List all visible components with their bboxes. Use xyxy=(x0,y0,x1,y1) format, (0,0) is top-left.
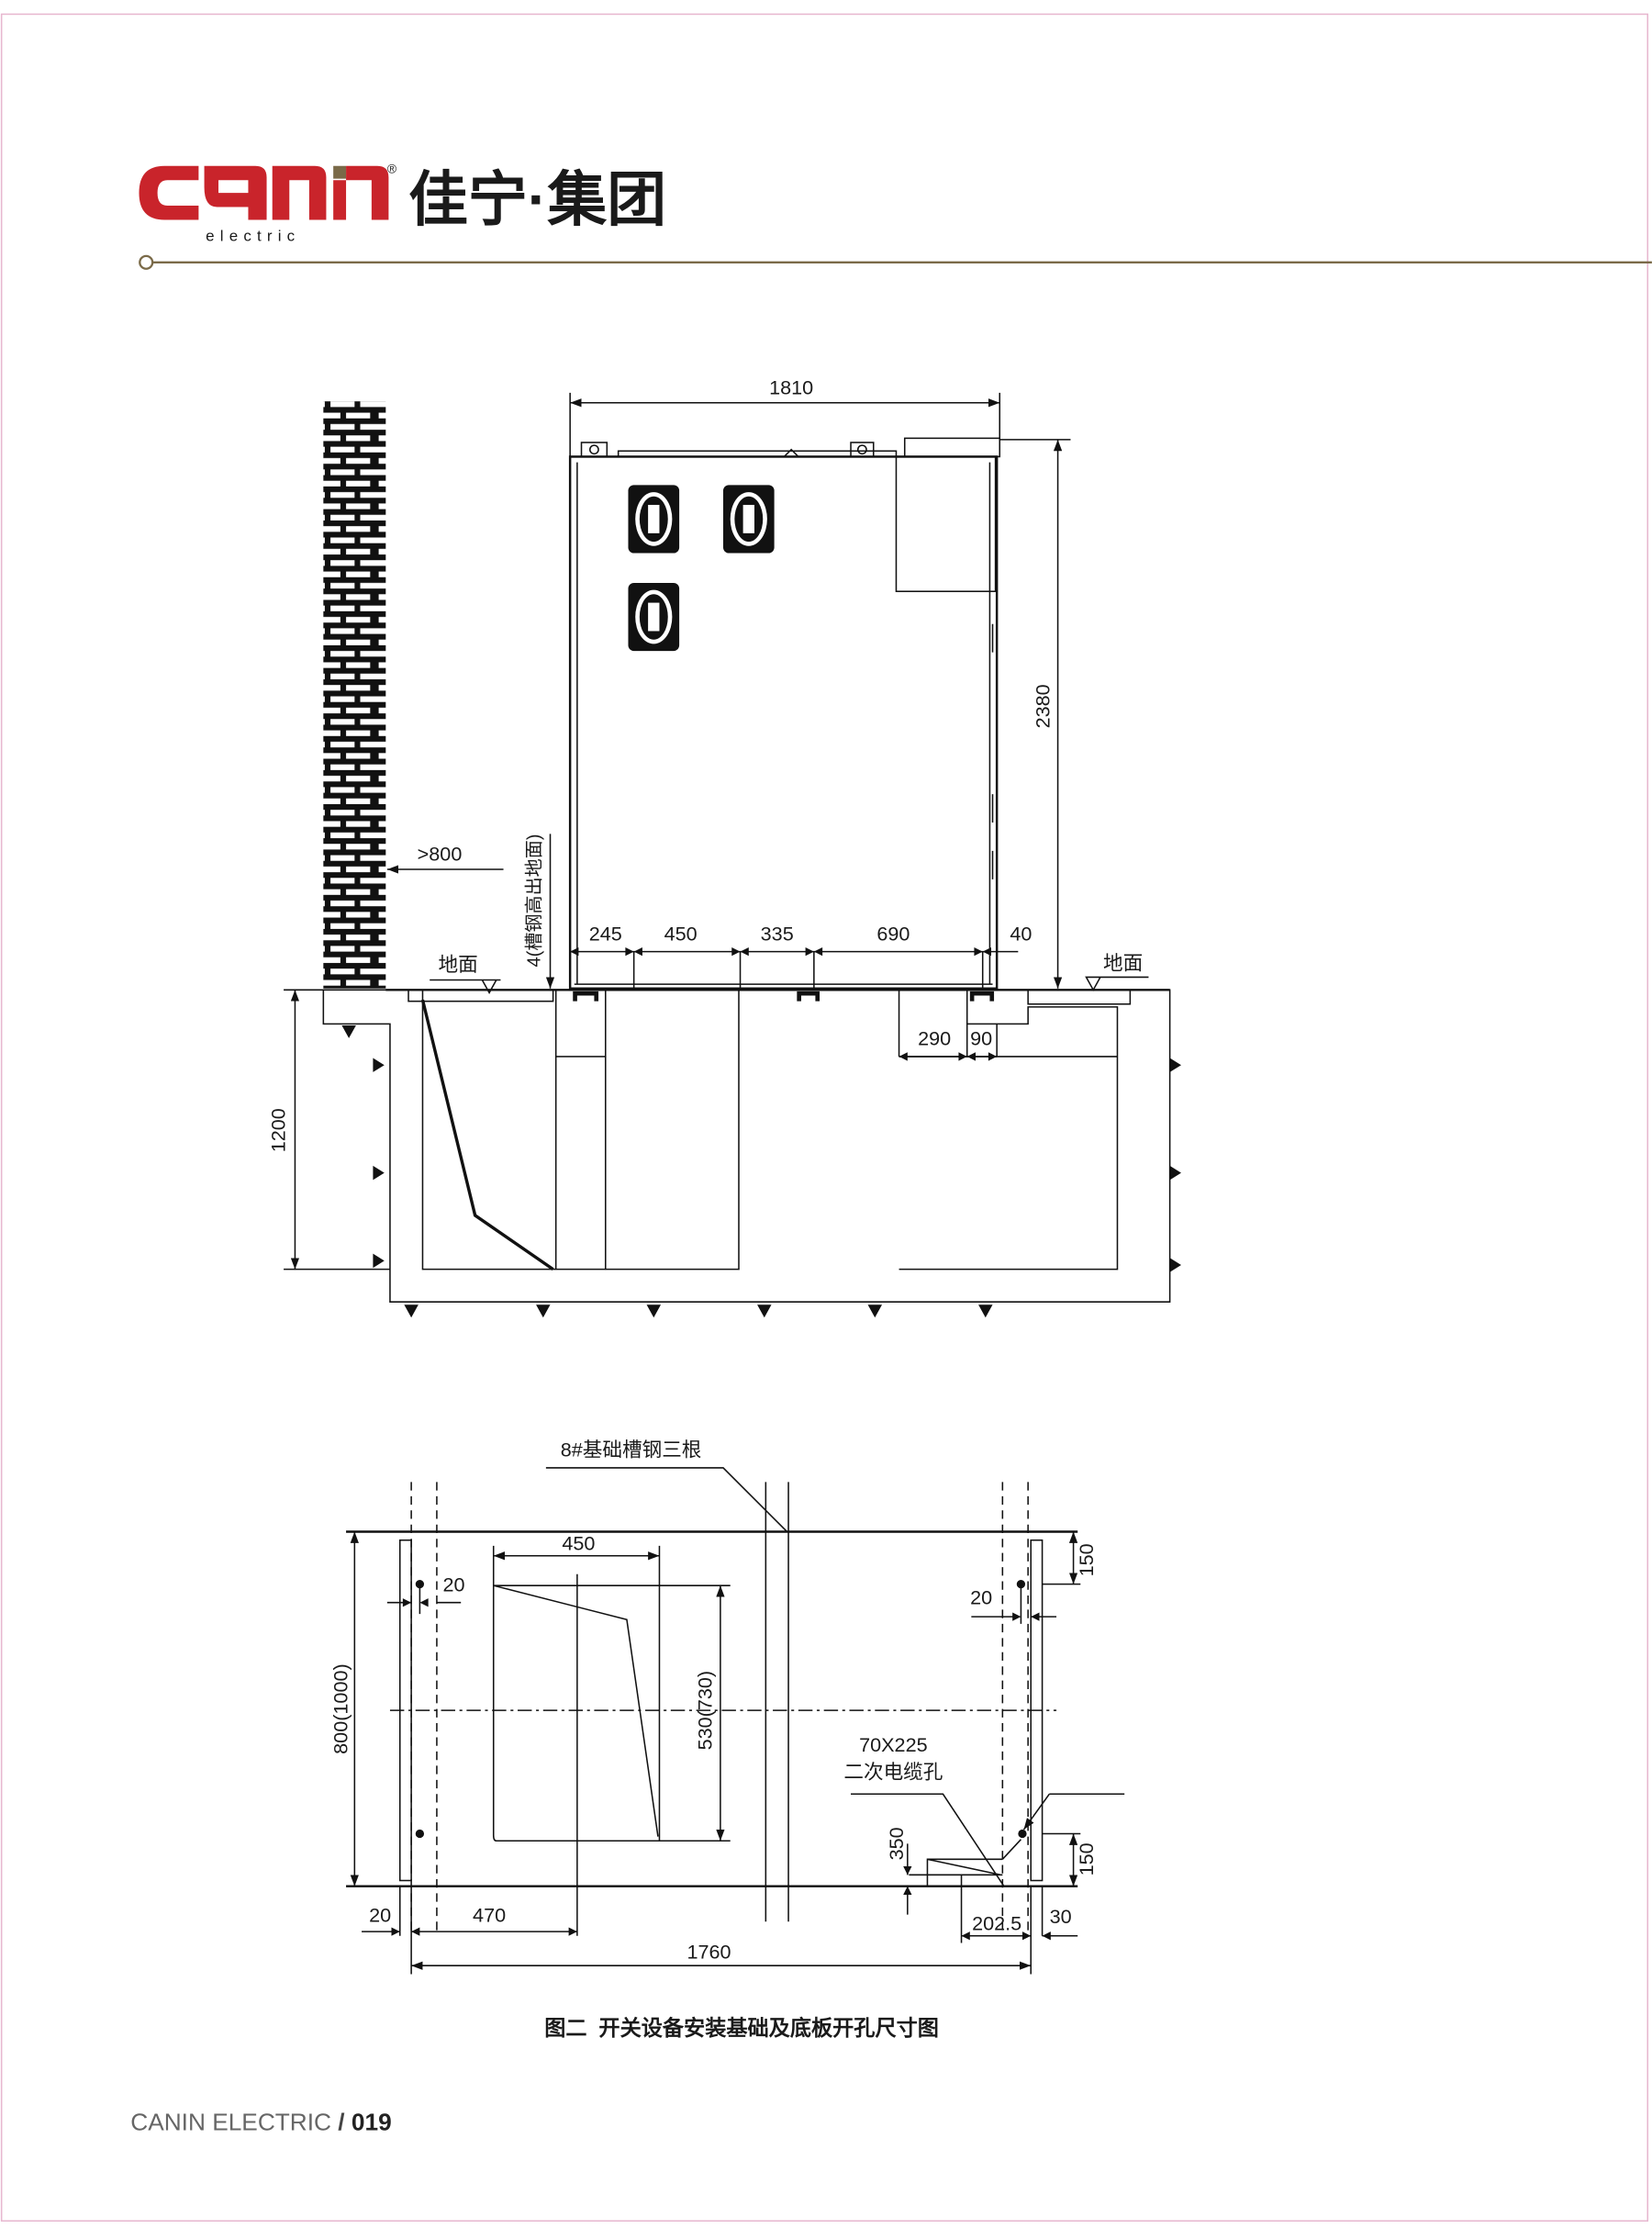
viewing-window xyxy=(722,485,775,554)
cable-hole-label: 二次电缆孔 xyxy=(843,1760,943,1783)
switchgear-cabinet xyxy=(568,437,1001,991)
top-box xyxy=(903,437,1001,458)
ground-markers xyxy=(341,1024,1181,1318)
dim-height: 2380 xyxy=(1031,684,1054,728)
dim-bottom-left: 20 xyxy=(369,1903,391,1926)
secondary-cable-hole xyxy=(909,1858,1003,1887)
lifting-lug xyxy=(850,442,875,458)
cover-plate-right xyxy=(1027,989,1132,1005)
dim-right-top: 150 xyxy=(1075,1543,1098,1576)
dim-cutout-center: 470 xyxy=(473,1903,506,1926)
dim-wall-clearance: >800 xyxy=(418,843,463,866)
cable-cutout xyxy=(492,1584,661,1842)
cover-plate-left xyxy=(407,989,554,1002)
dim-690: 690 xyxy=(876,922,910,945)
dim-90: 90 xyxy=(970,1027,992,1050)
footer-brand: CANIN ELECTRIC xyxy=(130,2108,331,2135)
dim-right-bottom: 150 xyxy=(1075,1842,1098,1875)
dim-cutout-width: 450 xyxy=(562,1532,595,1555)
lifting-lug xyxy=(580,442,608,458)
cable-slope xyxy=(420,999,554,1271)
steel-height-note: 4(槽钢高出地面) xyxy=(524,834,545,967)
logo-subtitle: electric xyxy=(206,228,300,245)
header: ® electric 佳宁·集团 xyxy=(139,161,1652,270)
channel-steel xyxy=(573,991,995,1002)
footer-separator: / xyxy=(331,2108,352,2135)
dim-right-edge: 30 xyxy=(1050,1905,1072,1928)
page-border xyxy=(0,13,1649,2222)
dim-40: 40 xyxy=(1010,922,1032,945)
dim-width: 1810 xyxy=(769,375,813,398)
footer: CANIN ELECTRIC / 019 xyxy=(130,2108,391,2135)
dim-right-offset: 20 xyxy=(970,1585,992,1608)
figure-caption: 图二 开关设备安装基础及底板开孔尺寸图 xyxy=(544,2016,939,2040)
dim-245: 245 xyxy=(589,922,622,945)
registered-mark: ® xyxy=(387,161,397,175)
instrument-compartment xyxy=(895,455,997,592)
dim-335: 335 xyxy=(761,922,794,945)
dim-total-width: 1760 xyxy=(687,1940,731,1963)
dim-290: 290 xyxy=(918,1027,951,1050)
viewing-window xyxy=(628,582,680,652)
ground-label-left: 地面 xyxy=(438,953,477,976)
company-name: 佳宁·集团 xyxy=(408,165,666,232)
dim-cable-hole-offset: 350 xyxy=(885,1827,908,1860)
header-rule-bullet xyxy=(139,254,154,270)
dim-cutout-height: 530(730) xyxy=(694,1671,717,1751)
page-number: 019 xyxy=(352,2108,392,2135)
concrete-foundation xyxy=(322,989,1171,1303)
elevation-drawing: 1810 2380 >800 4(槽钢高出地面) 地面 地面 245 450 3… xyxy=(267,375,1181,1318)
dim-450: 450 xyxy=(664,922,698,945)
dim-depth: 800(1000) xyxy=(329,1663,352,1754)
dim-left-offset: 20 xyxy=(442,1573,464,1595)
viewing-window xyxy=(628,485,680,554)
pit-left xyxy=(421,989,740,1271)
dim-cable-center: 202.5 xyxy=(972,1912,1021,1935)
ground-label-right: 地面 xyxy=(1103,952,1143,975)
dim-pit-depth: 1200 xyxy=(267,1108,290,1152)
steel-note: 8#基础槽钢三根 xyxy=(561,1439,702,1461)
canin-logo: ® electric xyxy=(139,161,397,245)
svg-text:CANIN ELECTRIC / 019: CANIN ELECTRIC / 019 xyxy=(130,2108,391,2135)
cable-hole-size: 70X225 xyxy=(859,1733,928,1756)
brick-wall xyxy=(323,401,386,989)
plan-drawing: 8#基础槽钢三根 450 530(730) 800(1000) 20 20 15… xyxy=(329,1439,1125,1975)
